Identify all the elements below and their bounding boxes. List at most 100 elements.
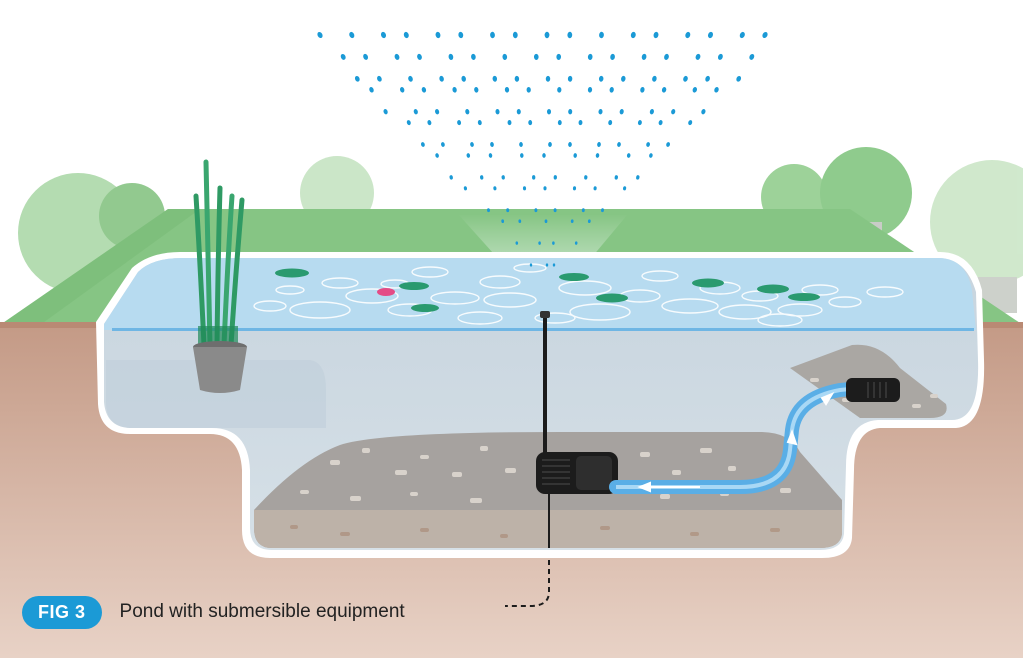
water-droplet bbox=[452, 86, 457, 93]
lily-pad-icon bbox=[411, 304, 439, 312]
water-droplet bbox=[439, 75, 444, 82]
water-droplet bbox=[593, 186, 597, 191]
water-droplet bbox=[581, 208, 585, 213]
lily-pad-icon bbox=[757, 284, 789, 294]
water-droplet bbox=[608, 120, 613, 126]
water-droplet bbox=[544, 219, 548, 224]
lily-pad-icon bbox=[399, 282, 429, 290]
figure-caption: FIG 3 Pond with submersible equipment bbox=[22, 595, 405, 629]
water-droplet bbox=[545, 75, 551, 82]
water-droplet bbox=[714, 87, 719, 93]
water-droplet bbox=[474, 86, 479, 93]
water-droplet bbox=[584, 175, 588, 180]
water-droplet bbox=[688, 120, 693, 126]
water-droplet bbox=[630, 31, 636, 39]
water-droplet bbox=[480, 175, 484, 180]
water-droplet bbox=[553, 175, 557, 180]
water-droplet bbox=[501, 175, 505, 180]
water-droplet bbox=[457, 120, 462, 126]
water-droplet bbox=[413, 109, 418, 115]
water-droplet bbox=[363, 53, 369, 60]
water-droplet bbox=[369, 87, 374, 93]
water-droplet bbox=[526, 86, 531, 93]
water-droplet bbox=[587, 219, 591, 224]
water-droplet bbox=[492, 75, 498, 82]
water-droplet bbox=[572, 186, 577, 191]
water-droplet bbox=[465, 109, 470, 115]
water-droplet bbox=[557, 86, 562, 93]
water-droplet bbox=[570, 219, 574, 224]
water-droplet bbox=[641, 53, 647, 60]
water-droplet bbox=[470, 142, 474, 147]
figure-caption-text: Pond with submersible equipment bbox=[119, 601, 405, 622]
water-droplet bbox=[597, 142, 601, 147]
water-droplet bbox=[377, 75, 382, 82]
water-droplet bbox=[487, 208, 490, 213]
water-droplet bbox=[543, 186, 547, 191]
water-droplet bbox=[683, 75, 688, 82]
surface-ripples bbox=[253, 263, 904, 327]
water-droplet bbox=[520, 153, 524, 158]
water-droplet bbox=[640, 86, 645, 93]
water-droplet bbox=[574, 241, 578, 245]
water-droplet bbox=[692, 87, 698, 93]
water-droplet bbox=[435, 153, 439, 158]
water-droplet bbox=[516, 108, 521, 115]
water-droplet bbox=[548, 142, 552, 147]
water-droplet bbox=[552, 241, 555, 245]
water-droplet bbox=[383, 109, 388, 115]
water-droplet bbox=[533, 53, 539, 60]
water-droplet bbox=[587, 53, 593, 60]
water-droplet bbox=[488, 153, 493, 158]
water-droplet bbox=[349, 31, 355, 39]
lily-pad-icon bbox=[692, 278, 724, 288]
water-droplet bbox=[739, 31, 745, 39]
water-droplet bbox=[380, 31, 387, 39]
water-droplet bbox=[403, 31, 409, 39]
water-droplet bbox=[522, 186, 527, 191]
water-droplet bbox=[652, 75, 657, 82]
water-droplet bbox=[507, 120, 512, 126]
water-droplet bbox=[685, 31, 691, 39]
water-droplet bbox=[653, 31, 659, 39]
water-droplet bbox=[534, 208, 538, 213]
water-droplet bbox=[567, 75, 573, 82]
water-droplet bbox=[637, 120, 642, 126]
power-cable-buried bbox=[505, 560, 550, 607]
water-droplet bbox=[617, 142, 621, 147]
flow-arrows bbox=[637, 391, 835, 493]
fountain-spray bbox=[317, 31, 768, 267]
water-droplet bbox=[490, 31, 495, 39]
water-droplet bbox=[471, 53, 476, 60]
water-droplet bbox=[649, 153, 653, 158]
water-droplet bbox=[705, 75, 710, 82]
water-droplet bbox=[435, 109, 440, 115]
water-droplet bbox=[599, 31, 604, 39]
water-droplet bbox=[664, 53, 669, 60]
water-droplet bbox=[749, 53, 755, 60]
water-droplet bbox=[542, 153, 546, 158]
filter-icon bbox=[846, 378, 900, 402]
water-droplet bbox=[556, 53, 562, 60]
water-droplet bbox=[573, 153, 577, 158]
lily-pad-icon bbox=[788, 293, 820, 301]
water-droplet bbox=[736, 75, 742, 82]
water-droplet bbox=[544, 31, 550, 39]
water-droplet bbox=[421, 142, 425, 147]
lily-pad-icon bbox=[559, 273, 589, 281]
water-droplet bbox=[701, 109, 706, 115]
water-droplet bbox=[636, 175, 640, 180]
water-droplet bbox=[340, 53, 346, 60]
gravel-speckles bbox=[300, 378, 938, 503]
water-droplet bbox=[587, 86, 593, 93]
water-droplet bbox=[621, 75, 626, 82]
water-droplet bbox=[717, 53, 723, 60]
water-droplet bbox=[623, 186, 627, 191]
water-droplet bbox=[614, 175, 618, 180]
water-droplet bbox=[671, 109, 676, 115]
water-droplet bbox=[646, 142, 650, 147]
water-droplet bbox=[406, 120, 411, 126]
lily-pad-icon bbox=[275, 268, 309, 278]
water-droplet bbox=[649, 109, 654, 115]
water-droplet bbox=[529, 263, 533, 267]
